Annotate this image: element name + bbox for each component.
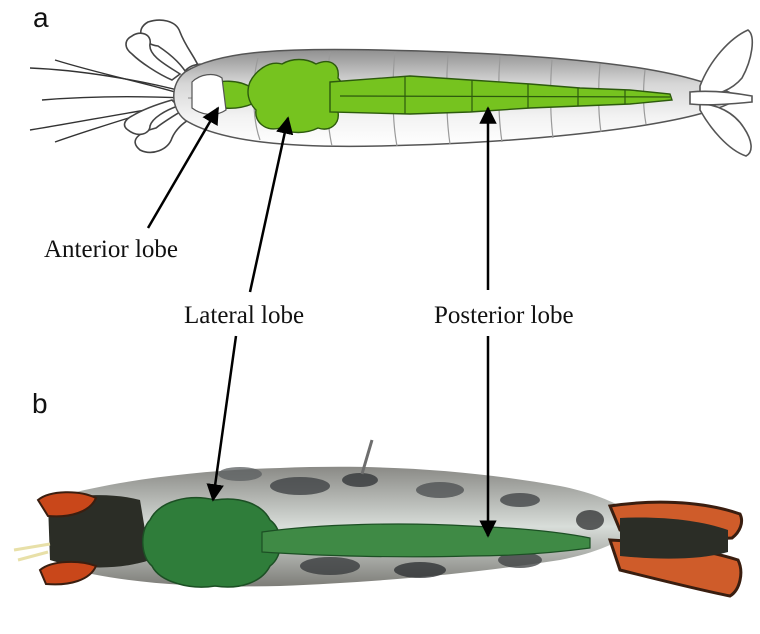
photo-antennae: [14, 544, 50, 560]
photo-head-tip-lower: [40, 562, 96, 584]
lateral-lobe-label: Lateral lobe: [184, 302, 304, 330]
photo-tail: [610, 502, 742, 596]
head-plate: [192, 75, 226, 115]
lateral-lobe-photo: [143, 498, 281, 587]
arrow-lateral-up: [250, 118, 288, 292]
tail-fan: [690, 30, 752, 156]
anterior-lobe-label: Anterior lobe: [44, 236, 178, 264]
shrimp-diagram: [30, 20, 752, 156]
shrimp-photo: [14, 440, 742, 596]
posterior-lobe-label: Posterior lobe: [434, 302, 574, 330]
panel-label-a: a: [33, 2, 49, 34]
panel-label-b: b: [32, 388, 48, 420]
